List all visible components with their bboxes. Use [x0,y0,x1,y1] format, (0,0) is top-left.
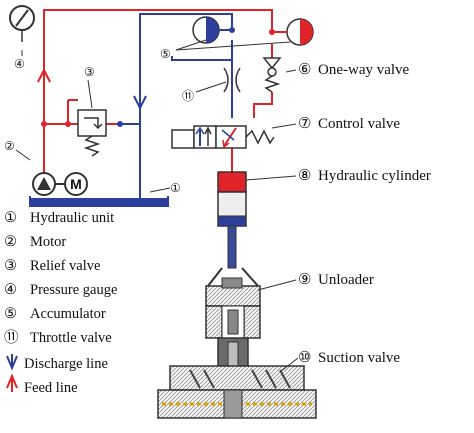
callout-unloader: ⑨ Unloader [298,272,374,288]
hydraulic-cylinder-icon [217,171,247,269]
suction-valve-icon [157,365,317,419]
svg-text:①: ① [170,181,181,195]
svg-text:⑦: ⑦ [298,116,311,132]
throttle-valve-icon [223,67,241,93]
callout-motor: ② [4,139,15,153]
svg-text:⑥: ⑥ [298,62,311,78]
callout-relief-valve: ③ [84,65,95,79]
legend-item: Feed line [24,380,78,396]
callout-one-way-valve: ⑥ One-way valve [298,62,410,78]
svg-text:⑪: ⑪ [182,89,194,103]
legend-item: Motor [30,234,66,250]
feed-line-legend-arrow-icon [6,373,18,392]
svg-text:④: ④ [14,57,25,71]
feed-direction-arrow-icon [37,67,51,83]
legend-item: ① [4,210,17,226]
callout-hydraulic-unit: ① [170,181,181,195]
legend-item: Hydraulic unit [30,210,114,226]
legend-item: ③ [4,258,17,274]
feed-lines [43,9,273,190]
svg-text:③: ③ [84,65,95,79]
svg-text:⑧: ⑧ [298,168,311,184]
legend-item: Discharge line [24,356,108,372]
svg-text:⑤: ⑤ [160,47,171,61]
svg-text:Control valve: Control valve [318,116,400,132]
legend-item: Pressure gauge [30,282,117,298]
legend-item: ⑪ [4,329,19,346]
legend-item: ⑤ [4,306,17,322]
motor-icon: M [64,172,88,196]
legend-item: Relief valve [30,258,100,274]
pump-icon [32,172,56,196]
legend-item: ② [4,234,17,250]
one-way-valve-icon [262,57,282,93]
svg-text:②: ② [4,139,15,153]
hydraulic-tank [29,196,169,207]
motor-letter: M [70,176,82,192]
callout-suction-valve: ⑩ Suction valve [298,350,400,366]
line-junctions [41,27,275,127]
svg-text:Unloader: Unloader [318,272,374,288]
accumulator-left-icon [192,16,232,44]
callout-pressure-gauge: ④ [14,57,25,71]
legend-item: ④ [4,282,17,298]
accumulator-right-icon [272,18,314,46]
svg-text:Suction valve: Suction valve [318,350,400,366]
callout-hydraulic-cylinder: ⑧ Hydraulic cylinder [298,168,431,184]
svg-text:One-way valve: One-way valve [318,62,410,78]
legend: ① Hydraulic unit ② Motor ③ Relief valve … [4,210,117,396]
discharge-lines [120,13,233,198]
discharge-line-legend-arrow-icon [6,354,18,371]
svg-text:Hydraulic cylinder: Hydraulic cylinder [318,168,431,184]
pressure-gauge-icon [9,5,35,42]
legend-item: Accumulator [30,306,106,322]
callout-control-valve: ⑦ Control valve [298,116,400,132]
discharge-direction-arrow-icon [133,95,147,111]
relief-valve-icon [77,109,107,157]
svg-text:⑨: ⑨ [298,272,311,288]
callout-accumulator: ⑤ [160,47,171,61]
svg-text:⑩: ⑩ [298,350,311,366]
leader-lines [15,39,299,373]
legend-item: Throttle valve [30,330,112,346]
callout-throttle-valve: ⑪ [182,89,194,103]
control-valve-icon [171,125,275,149]
